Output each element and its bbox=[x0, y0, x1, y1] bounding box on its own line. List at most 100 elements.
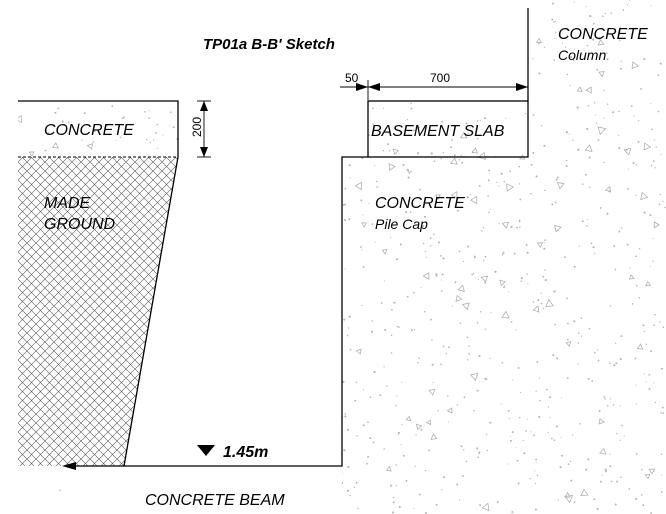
speckle-dot bbox=[458, 159, 461, 161]
speckle-dot bbox=[413, 291, 415, 294]
speckle-dot bbox=[631, 303, 634, 305]
speckle-dot bbox=[511, 511, 514, 514]
speckle-dot bbox=[357, 507, 359, 510]
speckle-dot bbox=[613, 364, 616, 367]
speckle-dot bbox=[172, 126, 175, 129]
speckle-dot bbox=[105, 125, 108, 127]
speckle-dot bbox=[556, 176, 559, 179]
speckle-dot bbox=[468, 345, 470, 347]
speckle-triangle bbox=[318, 465, 327, 474]
speckle-dot bbox=[367, 421, 369, 424]
speckle-dot bbox=[78, 122, 80, 125]
speckle-dot bbox=[123, 116, 125, 119]
speckle-dot bbox=[543, 144, 546, 147]
speckle-dot bbox=[592, 246, 595, 249]
speckle-dot bbox=[593, 101, 596, 104]
speckle-dot bbox=[635, 384, 637, 386]
speckle-dot bbox=[372, 107, 374, 110]
speckle-dot bbox=[395, 484, 398, 487]
speckle-dot bbox=[593, 351, 596, 354]
speckle-dot bbox=[59, 489, 61, 492]
speckle-dot bbox=[128, 473, 131, 476]
speckle-dot bbox=[519, 198, 522, 201]
speckle-dot bbox=[586, 218, 589, 221]
speckle-dot bbox=[532, 301, 535, 303]
speckle-dot bbox=[544, 46, 546, 48]
speckle-dot bbox=[367, 455, 370, 458]
speckle-dot bbox=[400, 444, 402, 446]
speckle-dot bbox=[219, 469, 221, 471]
speckle-dot bbox=[140, 502, 143, 505]
speckle-triangle bbox=[428, 389, 436, 396]
speckle-dot bbox=[292, 475, 295, 478]
speckle-dot bbox=[458, 250, 461, 253]
pile-cap-label-line1: CONCRETE bbox=[375, 195, 465, 212]
speckle-dot bbox=[410, 329, 413, 332]
speckle-dot bbox=[476, 322, 479, 324]
speckle-triangle bbox=[28, 151, 35, 157]
speckle-dot bbox=[362, 266, 365, 268]
speckle-dot bbox=[371, 223, 374, 225]
speckle-dot bbox=[650, 103, 652, 105]
speckle-dot bbox=[635, 194, 637, 196]
speckle-dot bbox=[420, 287, 422, 289]
speckle-dot bbox=[552, 21, 555, 23]
speckle-dot bbox=[441, 273, 444, 276]
speckle-dot bbox=[553, 59, 555, 61]
speckle-dot bbox=[383, 280, 385, 282]
speckle-dot bbox=[518, 183, 521, 185]
speckle-dot bbox=[619, 30, 621, 33]
speckle-triangle bbox=[564, 491, 571, 498]
speckle-dot bbox=[618, 230, 621, 233]
speckle-dot bbox=[61, 120, 64, 123]
speckle-dot bbox=[441, 489, 443, 491]
speckle-triangle bbox=[14, 114, 22, 123]
speckle-dot bbox=[122, 492, 124, 495]
speckle-dot bbox=[507, 463, 509, 465]
speckle-dot bbox=[390, 334, 393, 337]
speckle-triangle bbox=[645, 280, 652, 287]
speckle-dot bbox=[641, 469, 643, 471]
speckle-dot bbox=[577, 342, 580, 344]
speckle-dot bbox=[616, 480, 619, 483]
speckle-dot bbox=[657, 74, 660, 76]
speckle-dot bbox=[462, 260, 465, 263]
speckle-dot bbox=[348, 315, 351, 318]
speckle-dot bbox=[442, 152, 445, 154]
speckle-triangle bbox=[648, 468, 656, 475]
speckle-triangle bbox=[604, 186, 611, 193]
speckle-dot bbox=[566, 29, 569, 32]
speckle-dot bbox=[551, 2, 554, 5]
speckle-dot bbox=[424, 250, 426, 253]
speckle-dot bbox=[513, 252, 516, 255]
speckle-dot bbox=[413, 508, 415, 509]
speckle-dot bbox=[662, 326, 665, 329]
speckle-dot bbox=[168, 124, 170, 126]
speckle-triangle bbox=[640, 191, 649, 201]
speckle-dot bbox=[618, 147, 621, 150]
speckle-dot bbox=[507, 409, 510, 412]
speckle-dot bbox=[549, 416, 551, 418]
speckle-dot bbox=[603, 396, 605, 398]
speckle-dot bbox=[437, 241, 440, 244]
speckle-dot bbox=[395, 464, 398, 466]
speckle-dot bbox=[518, 219, 521, 222]
speckle-triangle bbox=[643, 142, 652, 151]
speckle-dot bbox=[368, 134, 371, 136]
speckle-dot bbox=[603, 161, 605, 164]
speckle-triangle bbox=[361, 222, 368, 228]
speckle-dot bbox=[555, 31, 557, 33]
speckle-dot bbox=[398, 505, 401, 509]
speckle-dot bbox=[566, 73, 569, 76]
speckle-dot bbox=[478, 354, 481, 357]
speckle-dot bbox=[505, 117, 507, 119]
speckle-dot bbox=[643, 330, 645, 333]
speckle-dot bbox=[653, 382, 655, 384]
speckle-dot bbox=[635, 255, 638, 258]
speckle-dot bbox=[582, 183, 584, 185]
speckle-dot bbox=[577, 148, 580, 151]
speckle-dot bbox=[479, 451, 481, 453]
speckle-dot bbox=[565, 131, 568, 134]
speckle-dot bbox=[538, 72, 541, 75]
speckle-dot bbox=[567, 463, 570, 465]
